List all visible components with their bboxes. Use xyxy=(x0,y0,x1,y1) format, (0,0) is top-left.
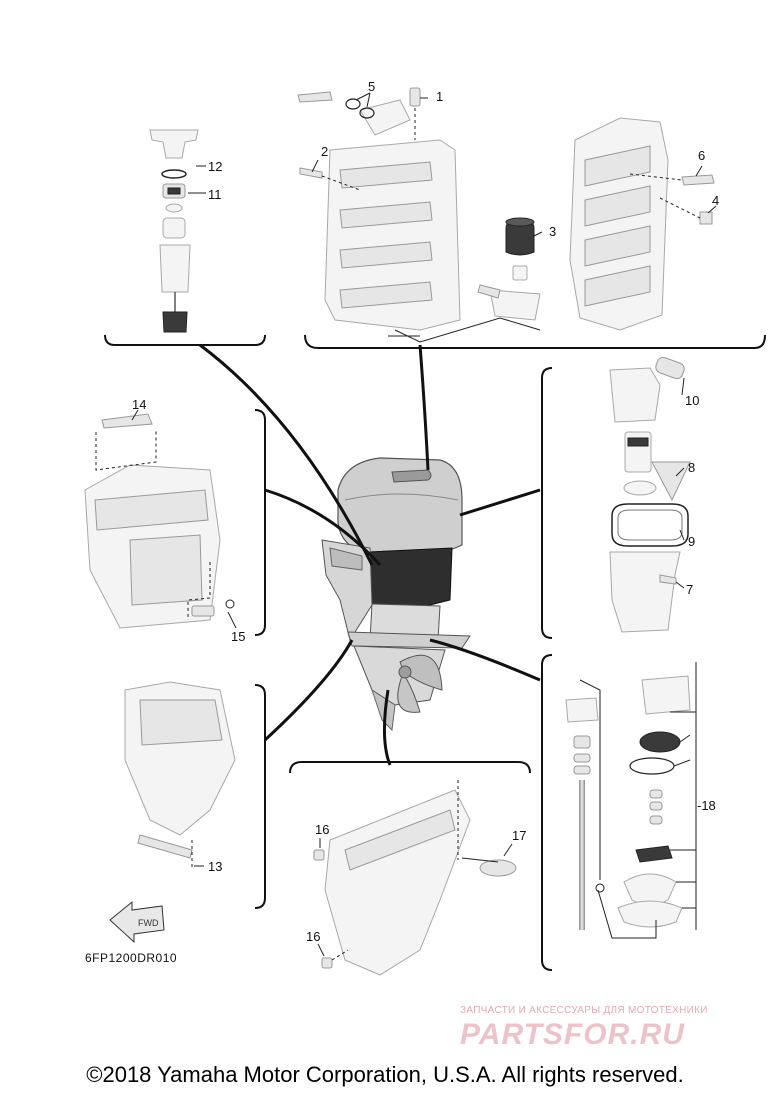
connector-lines xyxy=(199,343,541,766)
lower-case-assembly xyxy=(313,780,517,976)
apron-assembly xyxy=(124,681,236,870)
fwd-arrow-icon: FWD xyxy=(109,900,165,944)
cylinder-head-assembly xyxy=(569,117,717,331)
panel-brackets xyxy=(104,334,766,971)
diagram-code: 6FP1200DR010 xyxy=(85,951,177,965)
bottom-cowling-assembly xyxy=(84,409,237,629)
callout-16-lower: 16 xyxy=(306,929,320,944)
callout-6: 6 xyxy=(698,148,705,163)
outboard-motor xyxy=(321,457,471,732)
engine-block-assembly xyxy=(297,87,543,343)
fwd-label: FWD xyxy=(138,918,159,928)
watermark-tagline: ЗАПЧАСТИ И АКСЕССУАРЫ ДЛЯ МОТОТЕХНИКИ xyxy=(460,1005,708,1016)
callout-4: 4 xyxy=(712,193,719,208)
callout-11: 11 xyxy=(208,187,222,202)
callout-18: -18 xyxy=(697,798,716,813)
fuel-filter-assembly xyxy=(149,129,206,333)
callout-8: 8 xyxy=(688,460,695,475)
callout-1: 1 xyxy=(436,89,443,104)
callout-14: 14 xyxy=(132,397,146,412)
fuel-pump-assembly xyxy=(609,356,691,633)
callout-5: 5 xyxy=(368,79,375,94)
callout-2: 2 xyxy=(321,144,328,159)
callout-12: 12 xyxy=(208,159,222,174)
watermark-logo: ЗАПЧАСТИ И АКСЕССУАРЫ ДЛЯ МОТОТЕХНИКИ PA… xyxy=(460,1005,708,1051)
water-pump-assembly xyxy=(565,662,697,939)
callout-9: 9 xyxy=(688,534,695,549)
callout-3: 3 xyxy=(549,224,556,239)
watermark-brand: PARTSFOR.RU xyxy=(460,1018,685,1051)
callout-13: 13 xyxy=(208,859,222,874)
callout-10: 10 xyxy=(685,393,699,408)
callout-17: 17 xyxy=(512,828,526,843)
callout-16-upper: 16 xyxy=(315,822,329,837)
callout-labels: 1 2 3 4 5 6 7 8 9 10 11 12 13 14 15 16 1… xyxy=(132,79,719,944)
callout-7: 7 xyxy=(686,582,693,597)
copyright-notice: ©2018 Yamaha Motor Corporation, U.S.A. A… xyxy=(86,1062,684,1087)
callout-15: 15 xyxy=(231,629,245,644)
